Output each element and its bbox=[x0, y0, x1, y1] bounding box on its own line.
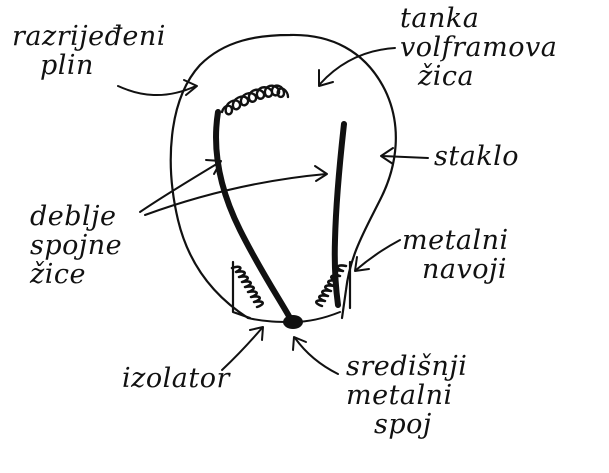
label-metalni-line1: metalni bbox=[402, 226, 509, 255]
label-tanka-volframova-zica: tanka volframova žica bbox=[400, 4, 557, 91]
label-tanka-line2: volframova bbox=[400, 33, 557, 62]
label-deblje-line2: spojne bbox=[30, 231, 122, 260]
arrow-staklo bbox=[381, 148, 428, 164]
arrow-sredisnji-spoj bbox=[293, 337, 338, 374]
label-tanka-line1: tanka bbox=[400, 4, 557, 33]
label-izolator: izolator bbox=[122, 364, 230, 393]
label-deblje-line1: deblje bbox=[30, 202, 122, 231]
right-lead-wire bbox=[335, 124, 344, 305]
glass-bulb-outline bbox=[171, 35, 396, 318]
label-metalni-line2: navoji bbox=[422, 255, 509, 284]
label-izolator-text: izolator bbox=[122, 364, 230, 393]
label-staklo: staklo bbox=[434, 142, 519, 171]
thin-tungsten-filament bbox=[222, 86, 288, 115]
label-razrijedeni-plin-line1: razrijeđeni bbox=[12, 22, 166, 51]
label-sredisnji-metalni-spoj: središnji metalni spoj bbox=[346, 352, 467, 439]
label-sredisnji-line2: metalni bbox=[346, 381, 467, 410]
arrow-deblje-zice bbox=[140, 160, 327, 215]
label-razrijedeni-plin-line2: plin bbox=[40, 51, 166, 80]
label-sredisnji-line3: spoj bbox=[374, 410, 467, 439]
arrow-metalni-navoji bbox=[355, 240, 400, 271]
central-contact bbox=[283, 315, 303, 329]
label-sredisnji-line1: središnji bbox=[346, 352, 467, 381]
label-tanka-line3: žica bbox=[418, 62, 557, 91]
label-razrijedeni-plin: razrijeđeni plin bbox=[12, 22, 166, 80]
label-staklo-text: staklo bbox=[434, 142, 519, 171]
label-deblje-spojne-zice: deblje spojne žice bbox=[30, 202, 122, 289]
label-deblje-line3: žice bbox=[30, 260, 122, 289]
label-metalni-navoji: metalni navoji bbox=[402, 226, 509, 284]
